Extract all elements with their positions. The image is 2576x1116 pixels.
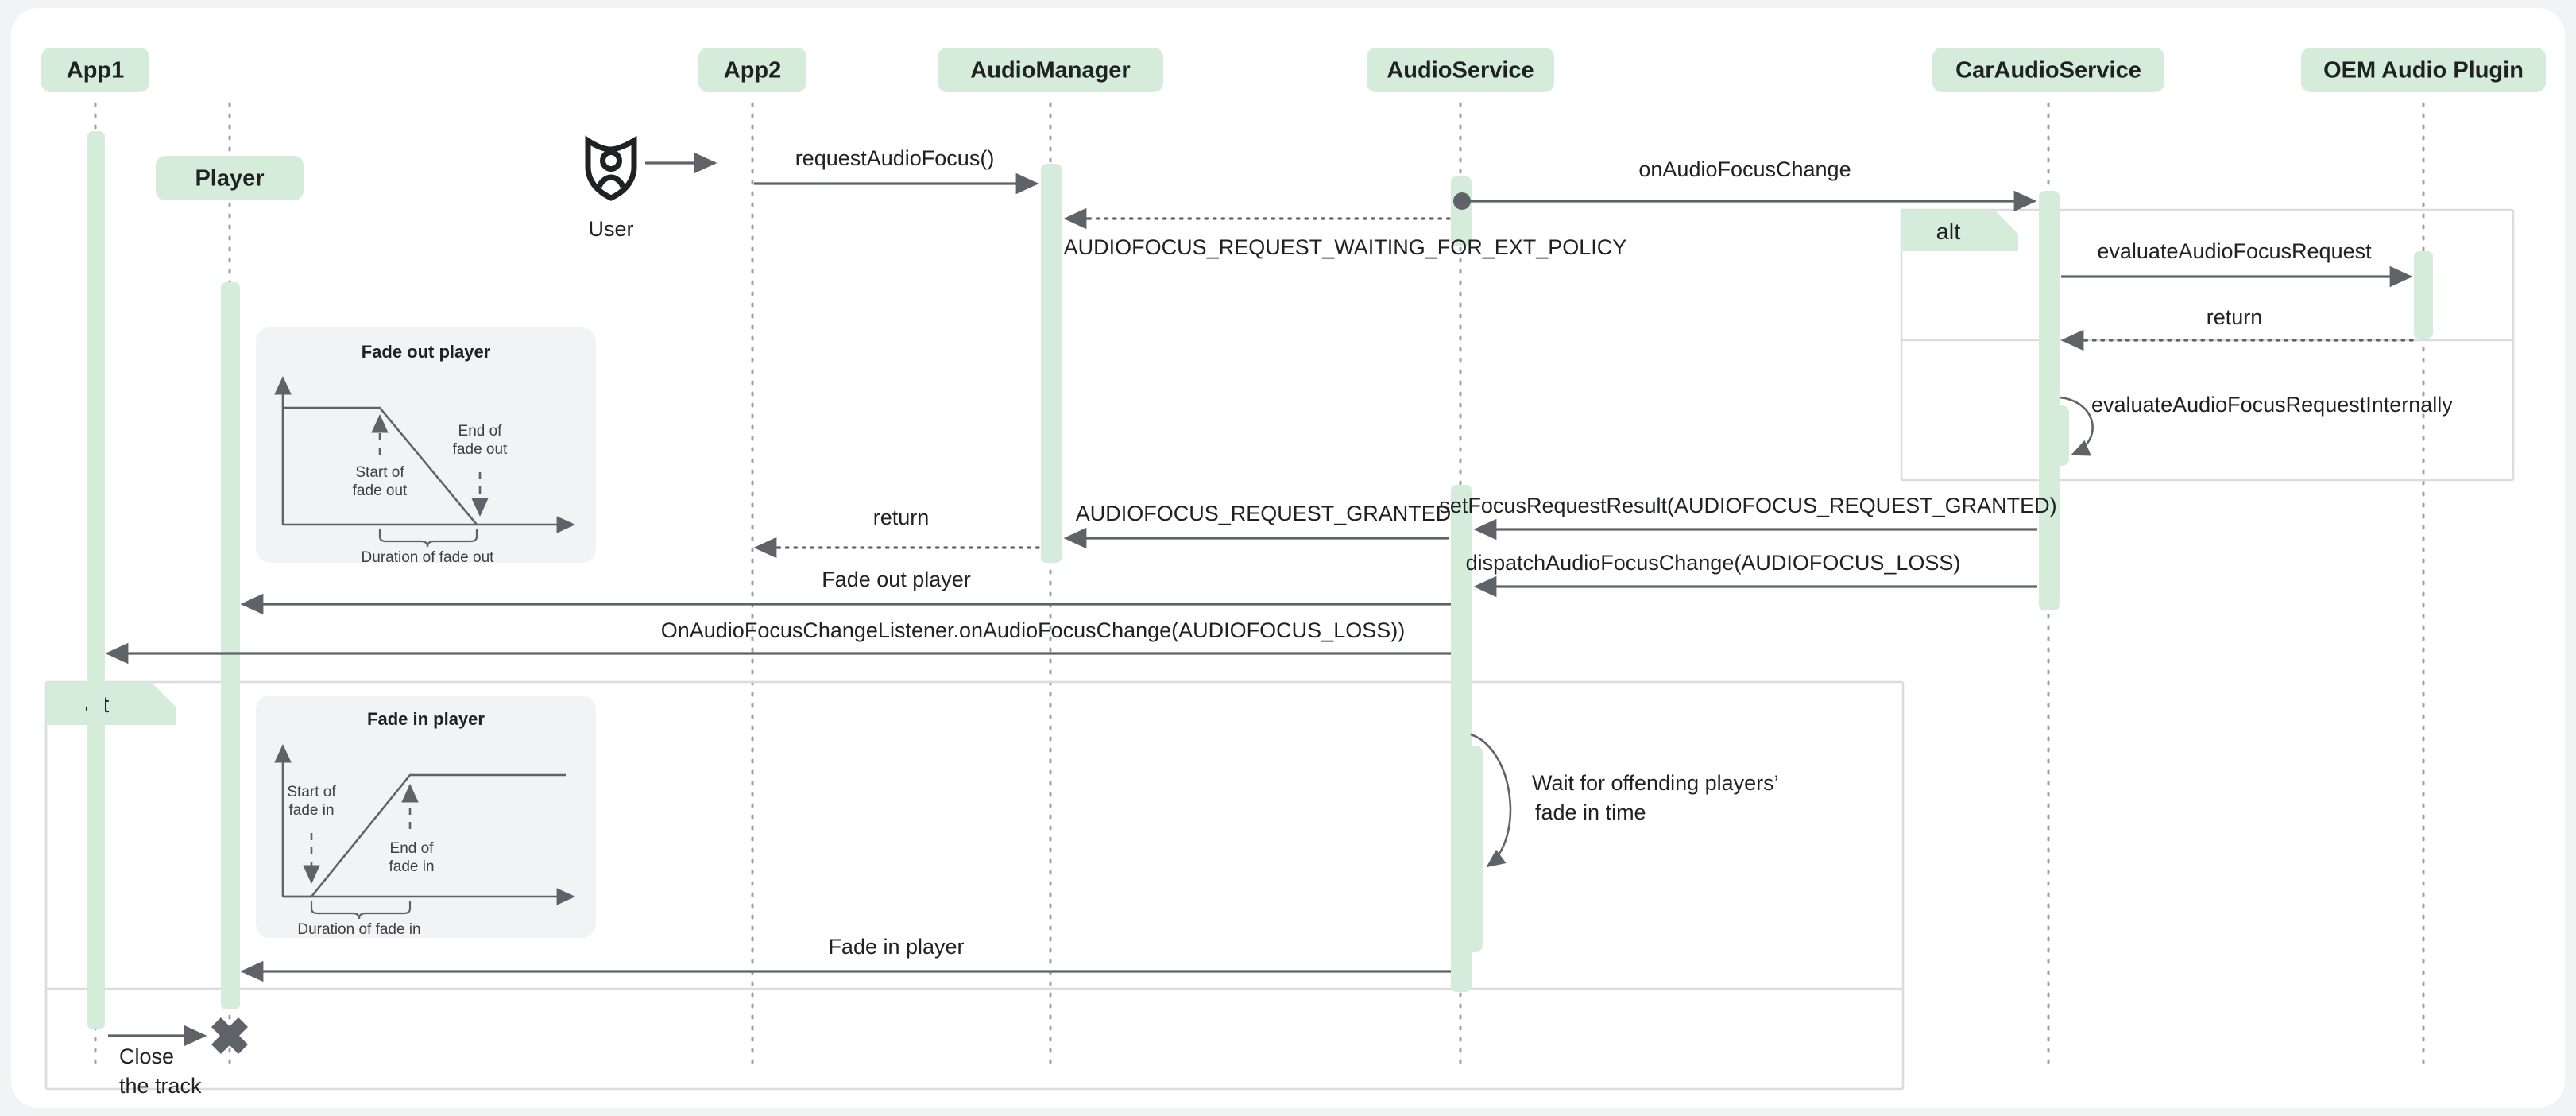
fade-in-start-label-line1: Start of [287,784,336,800]
message-onAudioFocusChange: onAudioFocusChange [1453,157,2037,212]
message-return-oem: return [2060,305,2414,351]
note-fade-in-player: Fade in player Start of fade in End of f… [256,696,596,938]
message-listener-label: OnAudioFocusChangeListener.onAudioFocusC… [661,618,1405,642]
message-waitingExtPolicy: AUDIOFOCUS_REQUEST_WAITING_FOR_EXT_POLIC… [1063,207,1627,259]
participant-caraudioservice-box[interactable] [1932,48,2164,92]
participant-audioservice-box[interactable] [1367,48,1554,92]
participant-audioservice[interactable]: AudioService [1367,48,1554,92]
fade-out-start-label-line2: fade out [353,482,408,499]
message-wait-curve [1470,733,1512,868]
actor-user: User [585,135,717,241]
participant-oemaudioplugin[interactable]: OEM Audio Plugin [2301,48,2546,92]
fade-in-end-label-line1: End of [390,840,435,857]
fade-out-start-label-line1: Start of [355,464,404,481]
activation-audioservice-self [1462,746,1483,952]
fade-out-data-line [283,406,478,525]
alt-left-box [44,680,1905,1091]
message-evaluateInternally-curve [2059,396,2094,456]
message-evaluateInternally-label: evaluateAudioFocusRequestInternally [2091,393,2453,417]
participant-app2-label: App2 [724,58,782,83]
message-evaluateInternally: evaluateAudioFocusRequestInternally [2059,393,2453,456]
fade-in-end-label-line2: fade in [389,858,434,875]
destroy-x-icon [211,1017,249,1055]
message-return-oem-label: return [2207,305,2263,329]
message-setFocusRequestResult-label: setFocusRequestResult(AUDIOFOCUS_REQUEST… [1439,494,2056,517]
message-return-am-label: return [873,506,930,529]
fade-out-end-label-line1: End of [458,423,503,440]
participant-app2[interactable]: App2 [698,48,806,92]
activation-caraudioservice-self [2050,405,2069,466]
participant-player-label: Player [195,166,264,192]
message-return-am: return [753,506,1040,559]
note-fade-out-title: Fade out player [362,342,491,362]
participant-audioservice-label: AudioService [1387,58,1534,83]
message-fadeInPlayer: Fade in player [240,935,1451,982]
fade-in-data-line [283,773,566,898]
message-listener: OnAudioFocusChangeListener.onAudioFocusC… [105,618,1451,665]
message-evaluateAudioFocusRequest-label: evaluateAudioFocusRequest [2097,239,2372,263]
message-evaluateAudioFocusRequest: evaluateAudioFocusRequest [2061,239,2413,288]
note-fade-in-box [256,696,596,938]
alt-left-tab [46,682,176,725]
alt-right-label: alt [1936,219,1961,245]
note-fade-in-title: Fade in player [367,709,485,729]
participant-player[interactable]: Player [156,156,304,200]
alt-fragment-right: alt [1900,208,2515,482]
message-granted: AUDIOFOCUS_REQUEST_GRANTED [1063,502,1452,549]
message-wait-label-line1: Wait for offending players’ [1532,771,1779,795]
activation-bars [87,131,2433,1029]
fade-in-start-label-line2: fade in [288,802,334,819]
message-closeTrack: Close the track [108,1017,249,1098]
participant-caraudioservice[interactable]: CarAudioService [1932,48,2164,92]
message-dispatch: dispatchAudioFocusChange(AUDIOFOCUS_LOSS… [1466,551,2037,598]
message-closeTrack-label-line1: Close [119,1044,174,1068]
activation-audiomanager [1041,164,1062,563]
message-fadeOutPlayer: Fade out player [240,568,1451,615]
fade-in-duration-label: Duration of fade in [297,921,420,938]
participant-player-box[interactable] [156,156,304,200]
activation-player [221,282,240,1009]
message-onAudioFocusChange-label: onAudioFocusChange [1638,157,1851,181]
alt-right-box [1900,208,2515,482]
participant-audiomanager[interactable]: AudioManager [938,48,1163,92]
participant-oemaudioplugin-label: OEM Audio Plugin [2323,58,2524,83]
fade-out-end-label-line2: fade out [453,441,508,458]
message-granted-label: AUDIOFOCUS_REQUEST_GRANTED [1076,502,1452,525]
user-shield-icon [585,135,637,201]
activation-oemaudioplugin [2414,251,2433,339]
fade-out-duration-label: Duration of fade out [362,549,495,566]
participant-audiomanager-label: AudioManager [970,58,1130,83]
alt-right-tab [1901,210,2018,251]
message-requestAudioFocus-label: requestAudioFocus() [795,146,995,170]
participant-app1[interactable]: App1 [41,48,149,92]
message-fadeInPlayer-label: Fade in player [828,935,964,959]
note-fade-out-box [256,327,596,563]
note-fade-out-player: Fade out player Start of fade out End of… [256,327,596,566]
fade-out-duration-brace [378,529,478,548]
message-setFocusRequestResult: setFocusRequestResult(AUDIOFOCUS_REQUEST… [1439,494,2057,541]
message-waitingExtPolicy-label: AUDIOFOCUS_REQUEST_WAITING_FOR_EXT_POLIC… [1064,235,1627,259]
fade-in-duration-brace [310,901,412,920]
user-label: User [588,217,633,241]
activation-caraudioservice [2039,191,2060,610]
participant-app1-label: App1 [67,58,125,83]
message-requestAudioFocus: requestAudioFocus() [754,146,1039,195]
message-closeTrack-label-line2: the track [119,1074,202,1098]
message-wait: Wait for offending players’ fade in time [1470,733,1779,868]
participant-boxes: App1 Player App2 AudioManager AudioServi… [41,48,2546,200]
message-fadeOutPlayer-label: Fade out player [822,568,971,591]
message-wait-label-line2: fade in time [1535,800,1646,824]
participant-audiomanager-box[interactable] [938,48,1163,92]
participant-app2-box[interactable] [698,48,806,92]
participant-caraudioservice-label: CarAudioService [1955,58,2141,83]
participant-app1-box[interactable] [41,48,149,92]
activation-app1 [87,131,105,1029]
participant-oemaudioplugin-box[interactable] [2301,48,2546,92]
message-dispatch-label: dispatchAudioFocusChange(AUDIOFOCUS_LOSS… [1466,551,1961,575]
